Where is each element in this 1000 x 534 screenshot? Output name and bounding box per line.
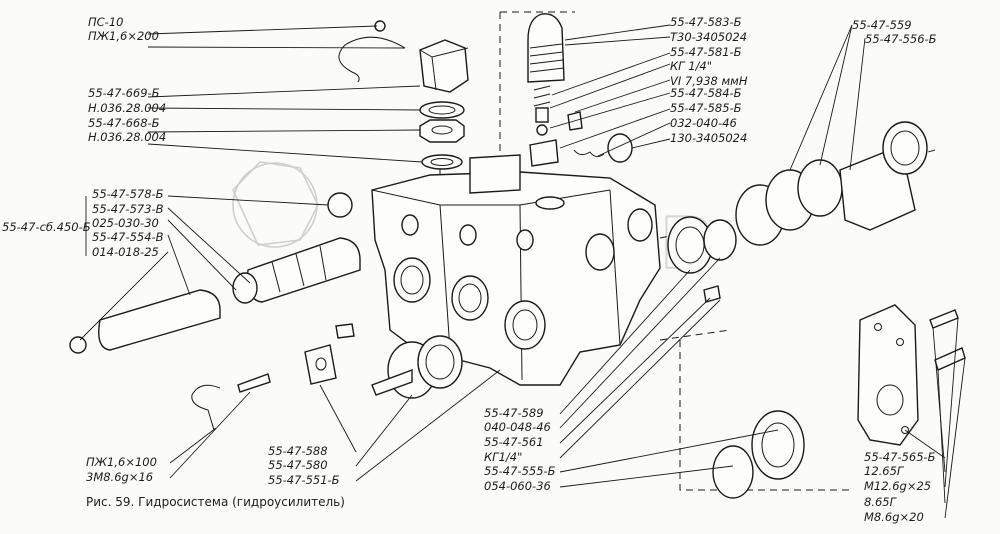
bottom-right-parts bbox=[712, 304, 966, 499]
part-label-014-018: 014-018-25 bbox=[92, 245, 159, 259]
top-valve-stack bbox=[527, 13, 633, 167]
spring-pin-wire bbox=[338, 36, 406, 83]
part-label-054-060: 054-060-36 bbox=[484, 479, 551, 493]
part-label-m8: М8.6g×20 bbox=[864, 510, 924, 524]
part-label-n036-1: Н.036.28.004 bbox=[88, 101, 166, 115]
part-labels: ПС-10 ПЖ1,6×200 55-47-669-Б Н.036.28.004… bbox=[2, 15, 937, 524]
valve-body bbox=[371, 154, 661, 386]
part-label-668b: 55-47-668-Б bbox=[88, 116, 160, 130]
part-label-ps-10: ПС-10 bbox=[88, 15, 123, 29]
part-label-554v: 55-47-554-В bbox=[92, 230, 164, 244]
part-label-032-040: 032-040-46 bbox=[670, 116, 737, 130]
part-label-559: 55-47-559 bbox=[852, 18, 912, 32]
bolt-part bbox=[237, 373, 271, 393]
leader-lines bbox=[79, 24, 966, 519]
spool-part bbox=[246, 237, 361, 303]
part-label-589: 55-47-589 bbox=[484, 406, 544, 420]
part-label-573v: 55-47-573-В bbox=[92, 202, 164, 216]
part-label-pzh-200: ПЖ1,6×200 bbox=[88, 29, 159, 43]
part-label-585b: 55-47-585-Б bbox=[670, 101, 742, 115]
part-label-581b: 55-47-581-Б bbox=[670, 45, 742, 59]
valve-spring-cap bbox=[527, 13, 565, 83]
part-label-8-65g: 8.65Г bbox=[864, 495, 898, 509]
part-label-551b: 55-47-551-Б bbox=[268, 473, 340, 487]
valve-seat bbox=[529, 139, 559, 167]
plate-part bbox=[304, 344, 337, 385]
figure-caption: Рис. 59. Гидросистема (гидроусилитель) bbox=[86, 495, 345, 509]
flange-plate bbox=[857, 304, 919, 446]
part-label-561: 55-47-561 bbox=[484, 435, 544, 449]
part-label-pzh-100: ПЖ1,6×100 bbox=[86, 455, 157, 469]
part-label-583b: 55-47-583-Б bbox=[670, 15, 742, 29]
cap-nut bbox=[419, 39, 469, 93]
part-label-kg-top: КГ 1/4" bbox=[670, 59, 712, 73]
top-boss bbox=[469, 154, 521, 194]
part-label-kg-bottom: КГ1/4" bbox=[484, 450, 522, 464]
part-label-669b: 55-47-669-Б bbox=[88, 86, 160, 100]
part-label-588: 55-47-588 bbox=[268, 444, 328, 458]
part-label-565b: 55-47-565-Б bbox=[864, 450, 936, 464]
part-label-sb450b: 55-47-сб.450-Б bbox=[2, 220, 91, 234]
part-label-n036-2: Н.036.28.004 bbox=[88, 130, 166, 144]
part-label-ball-size: VI 7,938 ммН bbox=[670, 74, 748, 88]
part-label-3m8: 3М8.6g×16 bbox=[86, 470, 153, 484]
part-label-m12: М12.6g×25 bbox=[864, 479, 931, 493]
part-label-025-030: 025-030-30 bbox=[92, 216, 159, 230]
part-label-t30: Т30-3405024 bbox=[670, 30, 747, 44]
top-left-small-parts bbox=[338, 20, 469, 170]
right-spring-cylinder bbox=[667, 121, 928, 274]
small-spool bbox=[98, 289, 221, 351]
part-label-578b: 55-47-578-Б bbox=[92, 187, 164, 201]
part-label-556b: 55-47-556-Б bbox=[865, 32, 937, 46]
lock-nut bbox=[419, 119, 465, 143]
o-ring bbox=[607, 133, 633, 163]
part-label-12-65g: 12.65Г bbox=[864, 464, 905, 478]
part-label-040-048: 040-048-46 bbox=[484, 420, 551, 434]
part-label-555b: 55-47-555-Б bbox=[484, 464, 556, 478]
part-label-584b: 55-47-584-Б bbox=[670, 86, 742, 100]
left-spool-assembly bbox=[69, 192, 361, 354]
part-label-580: 55-47-580 bbox=[268, 458, 328, 472]
part-label-130: 130-3405024 bbox=[670, 131, 747, 145]
lower-left-parts bbox=[191, 285, 721, 431]
